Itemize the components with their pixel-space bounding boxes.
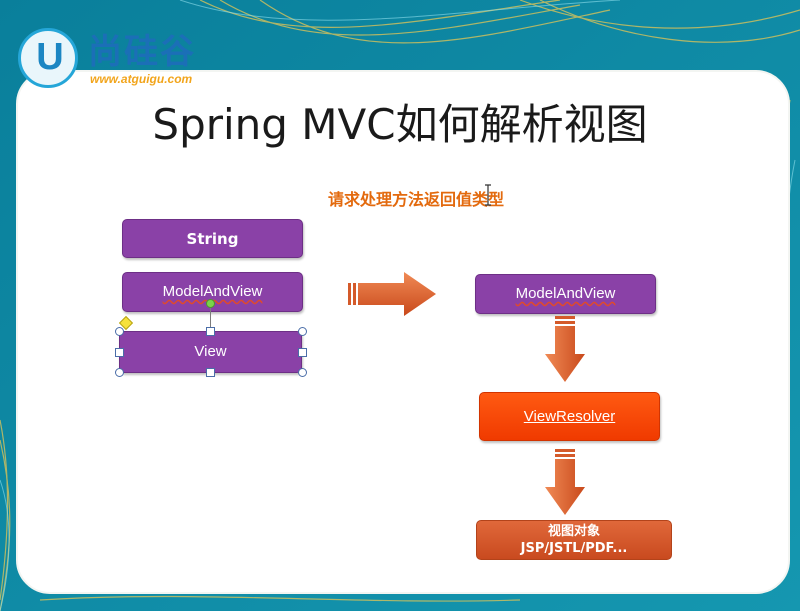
rotation-handle-line (210, 304, 211, 331)
view-box[interactable]: View (119, 331, 302, 373)
resize-handle-bottom-right[interactable] (298, 368, 307, 377)
modelandview-box-right[interactable]: ModelAndView (475, 274, 656, 314)
resize-handle-top-right[interactable] (298, 327, 307, 336)
logo-badge: U (18, 28, 78, 88)
resize-handle-left[interactable] (115, 348, 124, 357)
modelandview-box-left[interactable]: ModelAndView (122, 272, 303, 312)
return-type-heading: 请求处理方法返回值类型 (328, 190, 505, 209)
modelandview-label-left: ModelAndView (162, 283, 263, 300)
resize-handle-right[interactable] (298, 348, 307, 357)
down-arrow-icon-2 (545, 449, 585, 515)
logo-mark: U (36, 36, 64, 78)
viewresolver-box[interactable]: ViewResolver (479, 392, 660, 441)
view-label: View (194, 343, 227, 360)
rotation-handle[interactable] (206, 299, 215, 308)
resize-handle-bottom-left[interactable] (115, 368, 124, 377)
text-cursor-icon (485, 184, 491, 206)
logo-name: 尚硅谷 (88, 32, 196, 72)
resize-handle-top[interactable] (206, 327, 215, 336)
string-label: String (186, 229, 239, 248)
logo-url: www.atguigu.com (90, 72, 193, 86)
view-object-box[interactable]: 视图对象 JSP/JSTL/PDF... (476, 520, 672, 560)
brand-logo: U 尚硅谷 www.atguigu.com (18, 28, 228, 94)
view-object-types: JSP/JSTL/PDF... (520, 541, 628, 556)
resize-handle-bottom[interactable] (206, 368, 215, 377)
modelandview-label-right: ModelAndView (515, 285, 616, 302)
resize-handle-top-left[interactable] (115, 327, 124, 336)
right-arrow-icon (348, 272, 436, 316)
viewresolver-label: ViewResolver (523, 407, 616, 425)
view-object-title: 视图对象 (547, 524, 600, 539)
slide-title: Spring MVC如何解析视图 (152, 100, 648, 149)
string-box[interactable]: String (122, 219, 303, 258)
down-arrow-icon (545, 316, 585, 382)
